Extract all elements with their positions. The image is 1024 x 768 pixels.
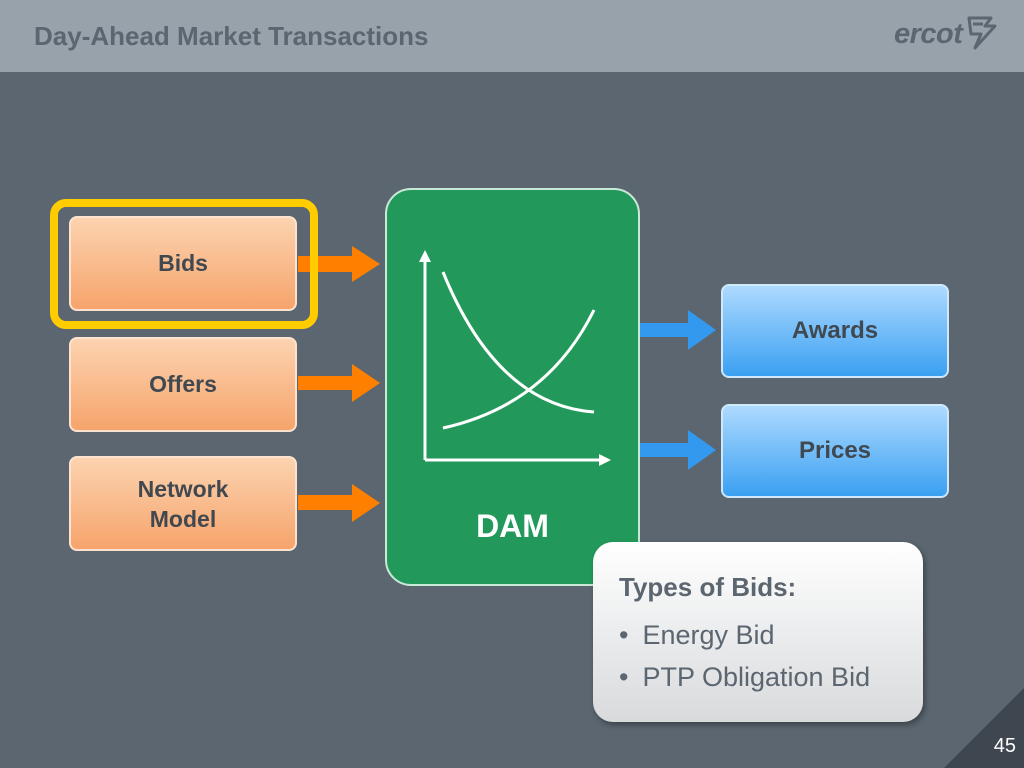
- bids-label: Bids: [158, 250, 208, 276]
- bid-types-list: Energy Bid PTP Obligation Bid: [619, 620, 870, 704]
- bids-arrow: [298, 246, 380, 282]
- prices-arrow: [640, 430, 716, 470]
- types-of-bids-callout: Types of Bids: Energy Bid PTP Obligation…: [593, 542, 923, 722]
- bids-box: Bids: [69, 216, 297, 311]
- prices-box: Prices: [721, 404, 949, 498]
- list-item: Energy Bid: [619, 620, 870, 651]
- awards-arrow: [640, 310, 716, 350]
- list-item: PTP Obligation Bid: [619, 662, 870, 693]
- awards-box: Awards: [721, 284, 949, 378]
- dam-box: DAM: [385, 188, 640, 586]
- awards-label: Awards: [791, 317, 879, 344]
- offers-arrow: [298, 364, 380, 402]
- page-title: Day-Ahead Market Transactions: [34, 21, 429, 51]
- network-model-arrow: [298, 484, 380, 522]
- lightning-icon: [967, 16, 997, 50]
- network-model-label-line2: Model: [149, 505, 217, 532]
- offers-box: Offers: [69, 337, 297, 432]
- callout-title: Types of Bids:: [619, 572, 797, 602]
- prices-label: Prices: [798, 437, 872, 464]
- network-model-label-line1: Network: [137, 475, 229, 502]
- header-bar: Day-Ahead Market Transactions ercot: [0, 0, 1024, 72]
- network-model-box: Network Model: [69, 456, 297, 551]
- logo-text: ercot: [894, 18, 963, 50]
- supply-demand-graph-icon: [419, 250, 611, 466]
- dam-label: DAM: [476, 508, 549, 544]
- bids-highlight: [50, 199, 318, 329]
- offers-label: Offers: [149, 371, 217, 397]
- page-number: 45: [993, 735, 1016, 757]
